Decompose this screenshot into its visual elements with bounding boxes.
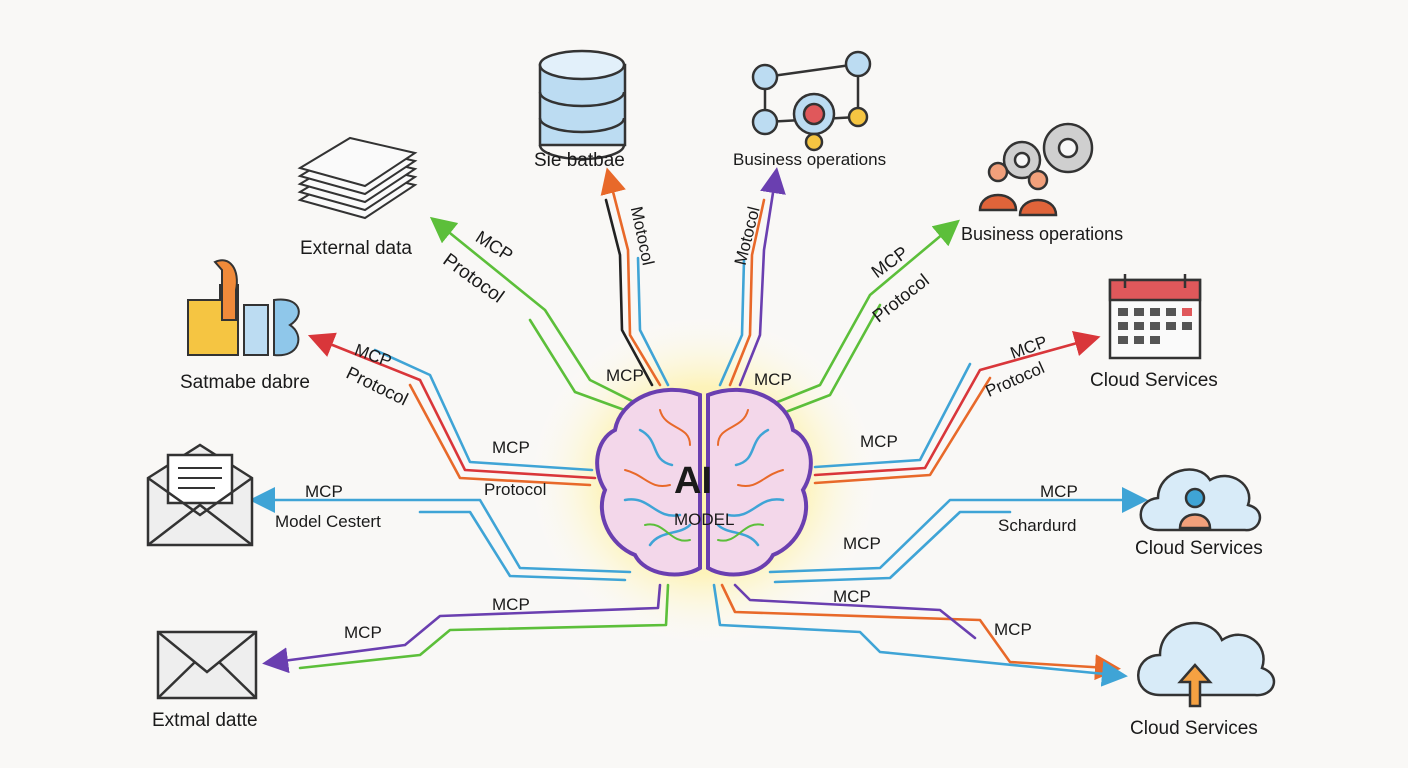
line-bizr-green [768,219,960,407]
document-stack-icon [297,136,418,220]
database-icon [538,49,627,161]
line-db-blue [636,256,670,387]
line-db-black [604,198,654,387]
cloud-user-icon [1139,468,1262,532]
line-db-orange [600,167,662,387]
brain-icon [595,388,813,577]
left-mcp-label: MCP [492,438,530,457]
line-puz-blue [373,348,594,472]
open-envelope-icon [146,443,254,547]
line-cal-orange [813,376,992,485]
puzzle-icon [187,259,300,357]
cloud-user-label: Cloud Services [1135,538,1263,559]
inner-mcp-tr: MCP [754,370,792,389]
puzzle-label: Satmabe dabre [180,372,310,393]
line-cal-blue [813,362,972,469]
line-ms-green [298,583,670,670]
line-mail-blue2 [418,510,627,582]
line-puz-red [307,332,597,480]
line-ext-green [429,216,642,407]
cloud-user-mcp-label: MCP [1040,482,1078,501]
line-bizr-green2 [776,303,882,417]
right-mid-mcp-label: MCP [860,432,898,451]
bottom-mcp-right2: MCP [994,620,1032,639]
line-cu2-orange [720,583,1121,681]
mail-model-label: Model Cestert [275,512,381,531]
external-data-label: External data [300,238,412,259]
business-ops-right-label: Business operations [961,224,1124,244]
top-database-label: Sie batbae [534,150,625,171]
small-envelope-label: Extmal datte [152,710,258,731]
line-biz-blue [718,258,746,387]
bottom-mcp-left: MCP [492,595,530,614]
cloud-upload-icon [1137,622,1276,708]
cloud-user-text-label: Schardurd [998,516,1077,535]
network-icon [751,50,872,152]
bottom-mcp-left2: MCP [344,623,382,642]
line-cu-blue2 [773,510,1012,584]
line-biz-purple [738,167,786,387]
cloud-upload-label: Cloud Services [1130,718,1258,739]
calendar-label: Cloud Services [1090,370,1218,391]
line-biz-orange [728,198,766,387]
line-puz-orange [408,383,592,487]
line-cu2-blue [712,583,1128,687]
mid-mcp-low-right: MCP [843,534,881,553]
bottom-mcp-right: MCP [833,587,871,606]
line-ms-purple [262,583,662,674]
ai-subtitle: MODEL [674,510,735,529]
envelope-icon [156,630,258,700]
line-ext-green2 [528,318,632,414]
people-gears-icon [978,122,1094,217]
line-cu2-purple [733,583,977,640]
mail-mcp-label: MCP [305,482,343,501]
top-business-label: Business operations [733,150,887,169]
ai-title: AI [674,460,712,502]
line-cu-blue [768,487,1148,574]
line-mail-blue [249,487,632,574]
line-cal-red [813,330,1101,477]
inner-mcp-tl: MCP [606,366,644,385]
calendar-icon [1108,274,1202,360]
left-protocol-label: Protocol [484,480,547,499]
